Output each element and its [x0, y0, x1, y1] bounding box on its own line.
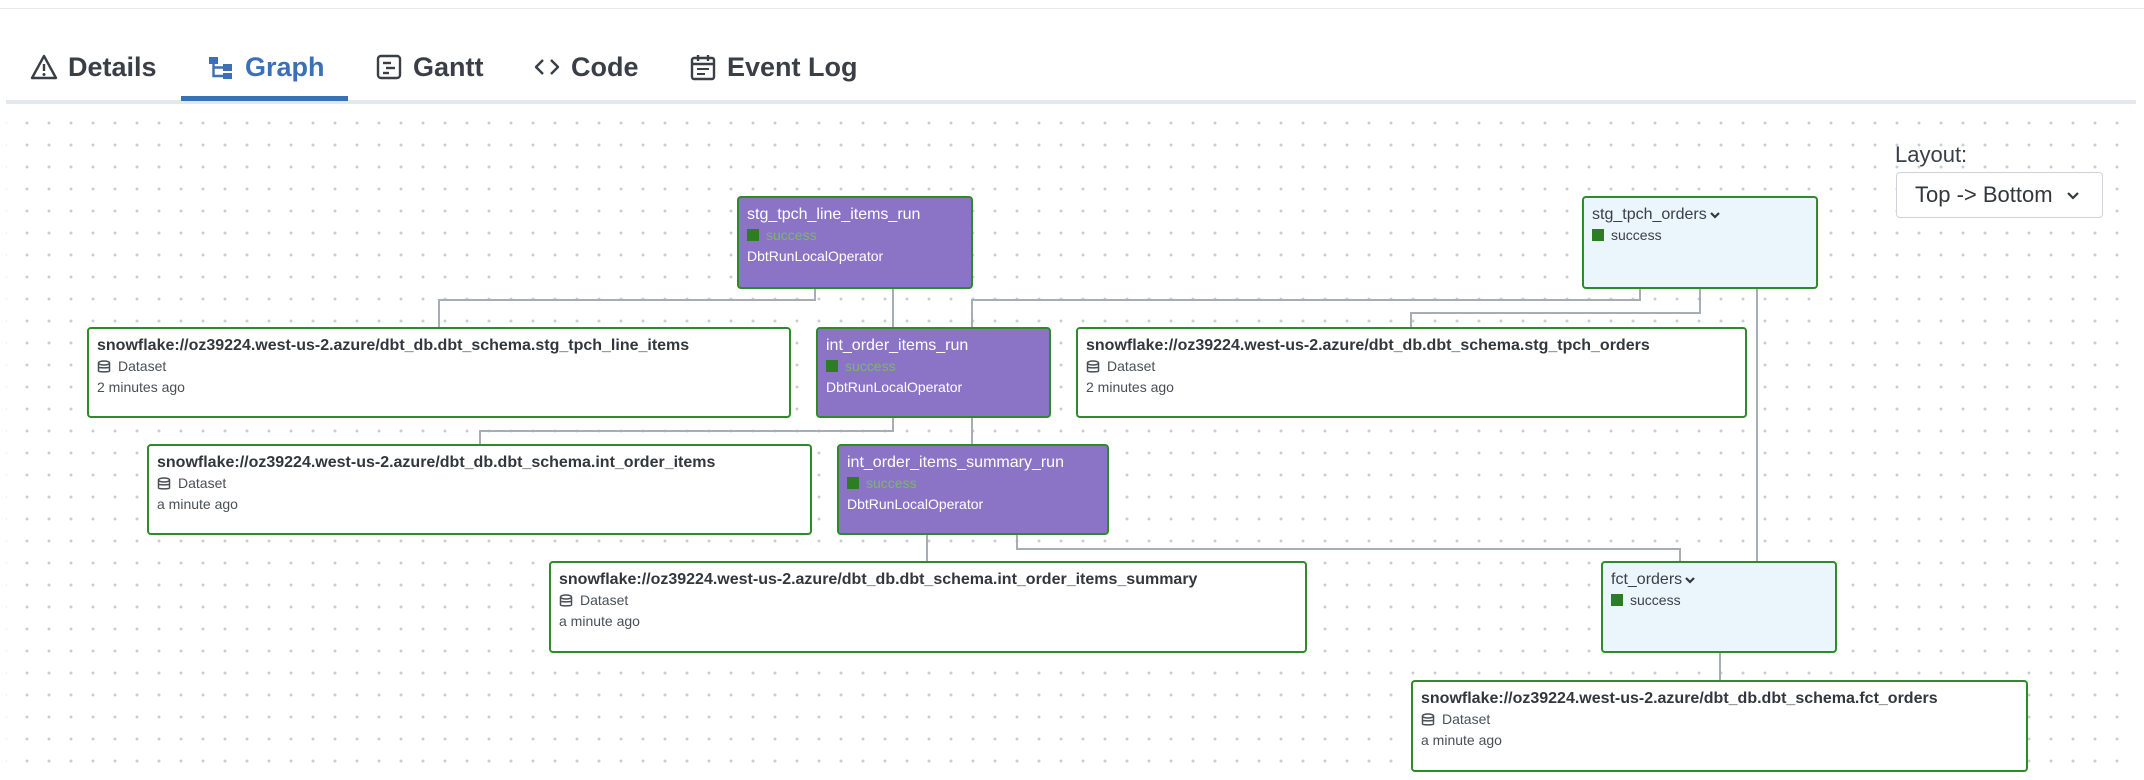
- tab-bar-border: [6, 100, 2136, 106]
- dataset-node-stg-tpch-orders[interactable]: snowflake://oz39224.west-us-2.azure/dbt_…: [1076, 327, 1747, 418]
- dag-state: success: [1630, 592, 1681, 608]
- chevron-down-icon[interactable]: [1709, 209, 1721, 221]
- dataset-title: snowflake://oz39224.west-us-2.azure/dbt_…: [559, 571, 1198, 588]
- dataset-updated-time: 2 minutes ago: [1086, 379, 1174, 395]
- dag-title: stg_tpch_orders: [1592, 206, 1707, 223]
- dataset-node-stg-tpch-line-items[interactable]: snowflake://oz39224.west-us-2.azure/dbt_…: [87, 327, 791, 418]
- dag-title: fct_orders: [1611, 571, 1683, 588]
- tab-event-log-label: Event Log: [727, 51, 858, 82]
- dataset-node-fct-orders[interactable]: snowflake://oz39224.west-us-2.azure/dbt_…: [1411, 680, 2028, 772]
- gantt-icon: [376, 54, 402, 80]
- dataset-title: snowflake://oz39224.west-us-2.azure/dbt_…: [97, 337, 690, 354]
- task-node-int-order-items-summary-run[interactable]: int_order_items_summary_run success DbtR…: [837, 444, 1109, 535]
- dag-state: success: [1611, 227, 1662, 243]
- dataset-type: Dataset: [580, 592, 629, 608]
- layout-select[interactable]: Top -> Bottom: [1896, 172, 2103, 218]
- task-title: int_order_items_run: [826, 337, 969, 354]
- task-operator: DbtRunLocalOperator: [847, 496, 984, 512]
- dataset-updated-time: a minute ago: [559, 613, 640, 629]
- dataset-title: snowflake://oz39224.west-us-2.azure/dbt_…: [157, 454, 716, 471]
- tab-graph[interactable]: Graph: [207, 32, 325, 102]
- state-indicator: [847, 477, 859, 489]
- tab-event-log[interactable]: Event Log: [689, 32, 858, 102]
- tab-gantt-label: Gantt: [413, 51, 484, 82]
- task-node-stg-tpch-line-items-run[interactable]: stg_tpch_line_items_run success DbtRunLo…: [737, 196, 973, 289]
- state-indicator: [1611, 594, 1623, 606]
- tab-details[interactable]: Details: [30, 32, 157, 102]
- state-indicator: [1592, 229, 1604, 241]
- state-indicator: [747, 229, 759, 241]
- dataset-type: Dataset: [118, 358, 167, 374]
- dataset-updated-time: a minute ago: [157, 496, 238, 512]
- code-icon: [534, 59, 560, 75]
- dataset-type: Dataset: [178, 475, 227, 491]
- dataset-type: Dataset: [1442, 711, 1491, 727]
- chevron-down-icon: [2066, 192, 2079, 200]
- task-state: success: [866, 475, 917, 491]
- graph-canvas[interactable]: [6, 104, 2136, 780]
- task-state: success: [766, 227, 817, 243]
- tab-details-label: Details: [68, 51, 157, 82]
- top-divider: [0, 8, 2144, 9]
- state-indicator: [826, 360, 838, 372]
- graph-icon: [209, 57, 232, 79]
- tab-gantt[interactable]: Gantt: [375, 32, 484, 102]
- tab-code-label: Code: [571, 51, 639, 82]
- calendar-icon: [690, 55, 716, 81]
- database-icon: [1086, 359, 1100, 373]
- database-icon: [1421, 712, 1435, 726]
- dataset-updated-time: 2 minutes ago: [97, 379, 185, 395]
- task-state: success: [845, 358, 896, 374]
- active-tab-indicator: [181, 96, 348, 101]
- tab-bar: Details Graph Gantt Code Event Log: [6, 32, 2136, 102]
- dag-node-fct-orders[interactable]: fct_orders success: [1601, 561, 1837, 653]
- task-title: stg_tpch_line_items_run: [747, 206, 921, 223]
- database-icon: [157, 476, 171, 490]
- dataset-type: Dataset: [1107, 358, 1156, 374]
- layout-label: Layout:: [1895, 142, 1968, 167]
- task-operator: DbtRunLocalOperator: [826, 379, 963, 395]
- task-operator: DbtRunLocalOperator: [747, 248, 884, 264]
- task-title: int_order_items_summary_run: [847, 454, 1064, 471]
- chevron-down-icon[interactable]: [1684, 574, 1696, 586]
- layout-select-value: Top -> Bottom: [1915, 182, 2053, 207]
- dataset-title: snowflake://oz39224.west-us-2.azure/dbt_…: [1421, 690, 1938, 707]
- tab-code[interactable]: Code: [533, 32, 639, 102]
- dataset-node-int-order-items-summary[interactable]: snowflake://oz39224.west-us-2.azure/dbt_…: [549, 561, 1307, 653]
- database-icon: [97, 359, 111, 373]
- task-node-int-order-items-run[interactable]: int_order_items_run success DbtRunLocalO…: [816, 327, 1051, 418]
- tab-graph-label: Graph: [245, 51, 325, 82]
- dag-node-stg-tpch-orders[interactable]: stg_tpch_orders success: [1582, 196, 1818, 289]
- database-icon: [559, 593, 573, 607]
- dataset-updated-time: a minute ago: [1421, 732, 1502, 748]
- dataset-title: snowflake://oz39224.west-us-2.azure/dbt_…: [1086, 337, 1650, 354]
- warning-icon: [30, 54, 58, 80]
- dataset-node-int-order-items[interactable]: snowflake://oz39224.west-us-2.azure/dbt_…: [147, 444, 812, 535]
